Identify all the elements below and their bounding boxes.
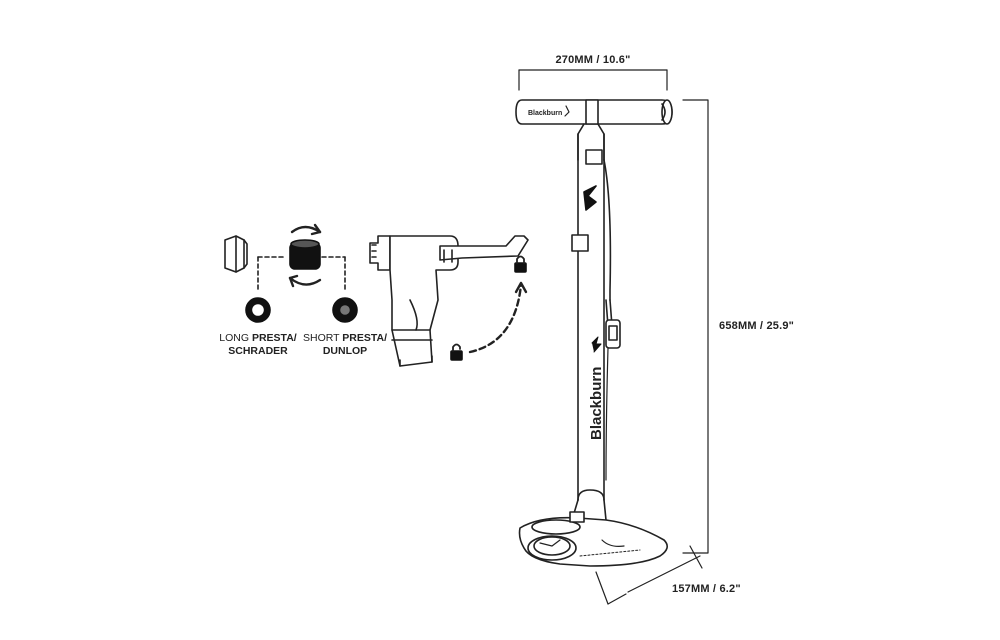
width-label: 270MM / 10.6" (555, 54, 630, 66)
valve-insert-part (289, 239, 321, 270)
floor-pump: Blackburn Blackburn (515, 99, 673, 567)
handle-logo: Blackburn (528, 110, 562, 117)
height-label: 658MM / 25.9" (719, 320, 794, 332)
base-label: 157MM / 6.2" (672, 583, 741, 595)
brand-mark-icon (583, 185, 597, 211)
shaft-logo: Blackburn (588, 367, 605, 440)
short-presta-ring (332, 297, 358, 323)
pump-shaft: Blackburn (571, 133, 605, 501)
short-valve-label: SHORT PRESTA/ (303, 332, 387, 344)
pump-base (518, 489, 668, 567)
pump-head (369, 235, 529, 367)
width-dimension: 270MM / 10.6" (518, 54, 668, 91)
short-valve-label-line2: DUNLOP (323, 345, 367, 357)
base-dimension: 157MM / 6.2" (595, 545, 741, 605)
padlock-closed-icon (514, 255, 527, 273)
pump-handle: Blackburn (515, 99, 673, 161)
long-presta-ring (245, 297, 271, 323)
long-valve-label-line2: SCHRADER (228, 345, 288, 357)
rotate-arrows-icon (288, 223, 322, 288)
long-valve-label: LONG PRESTA/ (219, 332, 296, 344)
head-conversion-illustration: LONG PRESTA/ SCHRADER SHORT PRESTA/ DUNL… (219, 223, 529, 367)
pump-hose (603, 159, 612, 301)
height-dimension: 658MM / 25.9" (682, 99, 794, 554)
valve-cap-part (224, 235, 248, 273)
padlock-open-icon (450, 343, 463, 361)
